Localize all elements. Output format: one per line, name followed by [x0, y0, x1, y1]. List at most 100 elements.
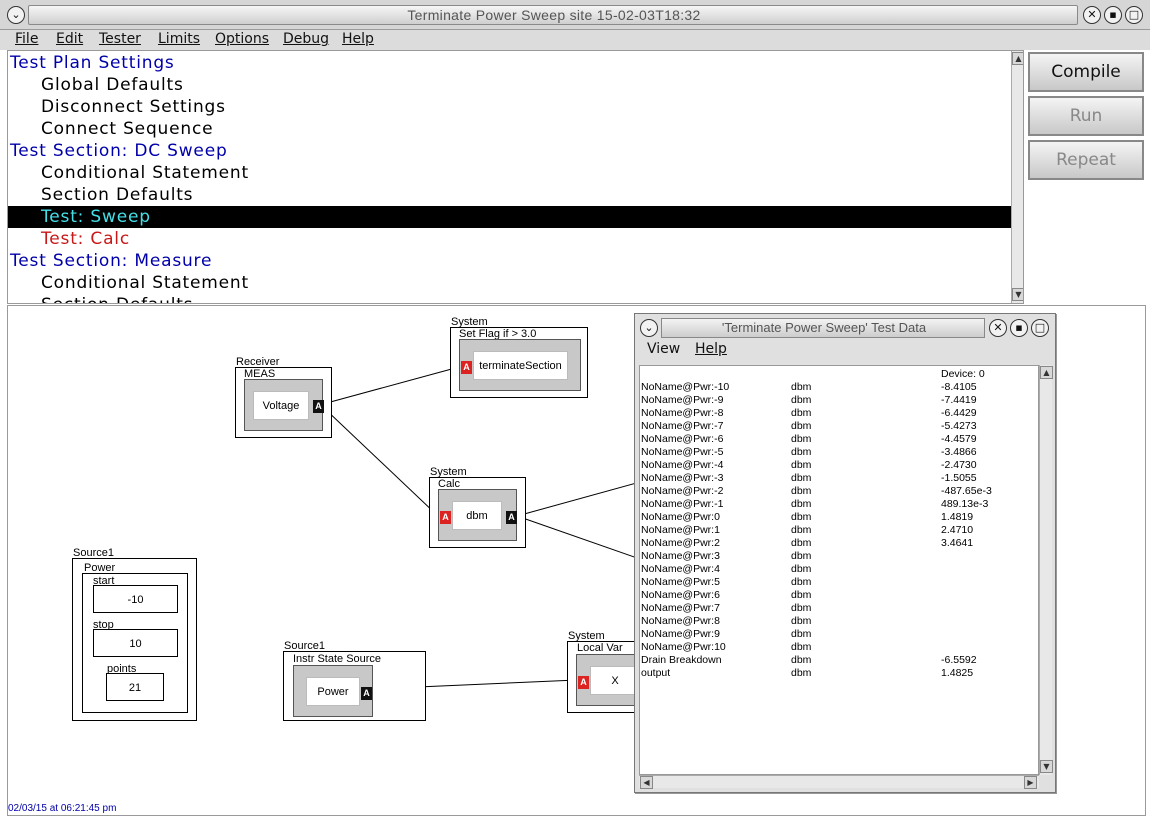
source1-power-block[interactable]: Power start -10 stop 10 points 21 — [72, 558, 197, 721]
block-group-label: System — [430, 466, 467, 478]
row-unit: dbm — [791, 381, 812, 393]
menu-help[interactable]: Help — [342, 31, 374, 47]
minimize-icon[interactable]: ▪ — [1010, 319, 1028, 337]
menu-options[interactable]: Options — [215, 31, 270, 47]
menu-file[interactable]: File — [15, 31, 39, 47]
tree-scrollbar[interactable]: ▲ ▼ — [1011, 51, 1023, 303]
row-unit: dbm — [791, 485, 812, 497]
instr-state-source-block[interactable]: Instr State Source Power A — [283, 651, 426, 721]
window-menu-icon[interactable]: ⌄ — [640, 319, 658, 337]
tree-item[interactable]: Conditional Statement — [41, 163, 249, 183]
row-unit: dbm — [791, 420, 812, 432]
scroll-down-icon[interactable]: ▼ — [1012, 288, 1023, 301]
output-port[interactable]: A — [361, 687, 372, 700]
row-name: NoName@Pwr:-5 — [641, 446, 724, 458]
receiver-block[interactable]: MEAS Voltage A — [235, 367, 332, 438]
input-port[interactable]: A — [578, 676, 589, 689]
block-group-label: System — [568, 630, 605, 642]
menu-edit[interactable]: Edit — [56, 31, 84, 47]
title-bar: ⌄ Terminate Power Sweep site 15-02-03T18… — [0, 0, 1150, 30]
block-value: Power — [306, 677, 360, 706]
block-body: A dbm A — [438, 489, 517, 541]
menu-help[interactable]: Help — [695, 341, 727, 357]
menu-tester[interactable]: Tester — [99, 31, 141, 47]
repeat-button[interactable]: Repeat — [1028, 140, 1144, 180]
row-unit: dbm — [791, 433, 812, 445]
output-port[interactable]: A — [313, 400, 324, 413]
scroll-up-icon[interactable]: ▲ — [1012, 52, 1023, 65]
tree-item[interactable]: Connect Sequence — [41, 119, 214, 139]
stop-field[interactable]: 10 — [93, 629, 178, 657]
row-unit: dbm — [791, 524, 812, 536]
input-port[interactable]: A — [461, 361, 472, 374]
block-value: X — [590, 666, 640, 695]
block-name: MEAS — [244, 368, 276, 380]
tree-item[interactable]: Global Defaults — [41, 75, 184, 95]
block-group-label: Source1 — [73, 547, 114, 559]
compile-button[interactable]: Compile — [1028, 52, 1144, 92]
tree-item[interactable]: Disconnect Settings — [41, 97, 226, 117]
row-name: Drain Breakdown — [641, 654, 722, 666]
start-field[interactable]: -10 — [93, 585, 178, 613]
tree-item[interactable]: Test: Calc — [41, 229, 130, 249]
block-name: Instr State Source — [293, 653, 382, 665]
row-unit: dbm — [791, 654, 812, 666]
tree-item[interactable]: Test Section: DC Sweep — [10, 141, 228, 161]
row-name: NoName@Pwr:-6 — [641, 433, 724, 445]
block-value: dbm — [452, 501, 502, 530]
row-name: NoName@Pwr:-10 — [641, 381, 730, 393]
field-label: stop — [93, 619, 114, 631]
menu-debug[interactable]: Debug — [283, 31, 330, 47]
output-port[interactable]: A — [506, 511, 517, 524]
maximize-icon[interactable]: □ — [1031, 319, 1049, 337]
menu-view[interactable]: View — [647, 341, 681, 357]
run-button[interactable]: Run — [1028, 96, 1144, 136]
block-body: Power A — [293, 665, 373, 717]
points-field[interactable]: 21 — [106, 673, 164, 701]
scroll-left-icon[interactable]: ◀ — [640, 776, 653, 789]
row-value: 1.4819 — [941, 511, 974, 523]
row-name: NoName@Pwr:-8 — [641, 407, 724, 419]
tree-item[interactable]: Section Defaults — [8, 294, 1023, 303]
input-port[interactable]: A — [440, 511, 451, 524]
tree-item[interactable]: Test Plan Settings — [10, 53, 175, 73]
tree-item-selected[interactable]: Test: Sweep — [8, 206, 1023, 228]
test-data-window: ⌄ 'Terminate Power Sweep' Test Data ✕ ▪ … — [634, 313, 1056, 793]
minimize-icon[interactable]: ▪ — [1104, 6, 1122, 24]
scroll-down-icon[interactable]: ▼ — [1040, 760, 1053, 773]
menu-limits[interactable]: Limits — [158, 31, 200, 47]
setflag-block[interactable]: Set Flag if > 3.0 A terminateSection — [450, 327, 588, 398]
window-menu-icon[interactable]: ⌄ — [7, 6, 25, 24]
scroll-up-icon[interactable]: ▲ — [1040, 366, 1053, 379]
tree-item[interactable]: Section Defaults — [41, 185, 194, 205]
data-window-title-strip[interactable]: 'Terminate Power Sweep' Test Data — [661, 318, 985, 338]
test-plan-tree: Test Plan Settings Global Defaults Disco… — [7, 50, 1024, 304]
tree-item[interactable]: Conditional Statement — [41, 273, 249, 293]
tree-item[interactable]: Test Section: Measure — [10, 251, 213, 271]
data-horizontal-scrollbar[interactable]: ◀ ▶ — [639, 775, 1039, 789]
row-name: NoName@Pwr:-1 — [641, 498, 724, 510]
title-strip[interactable]: Terminate Power Sweep site 15-02-03T18:3… — [28, 5, 1078, 25]
row-value: 1.4825 — [941, 667, 974, 679]
row-name: NoName@Pwr:10 — [641, 641, 726, 653]
calc-block[interactable]: Calc A dbm A — [429, 477, 526, 548]
close-icon[interactable]: ✕ — [1083, 6, 1101, 24]
row-name: output — [641, 667, 671, 679]
scroll-right-icon[interactable]: ▶ — [1024, 776, 1037, 789]
maximize-icon[interactable]: □ — [1125, 6, 1143, 24]
close-icon[interactable]: ✕ — [989, 319, 1007, 337]
data-vertical-scrollbar[interactable]: ▲ ▼ — [1039, 365, 1053, 775]
